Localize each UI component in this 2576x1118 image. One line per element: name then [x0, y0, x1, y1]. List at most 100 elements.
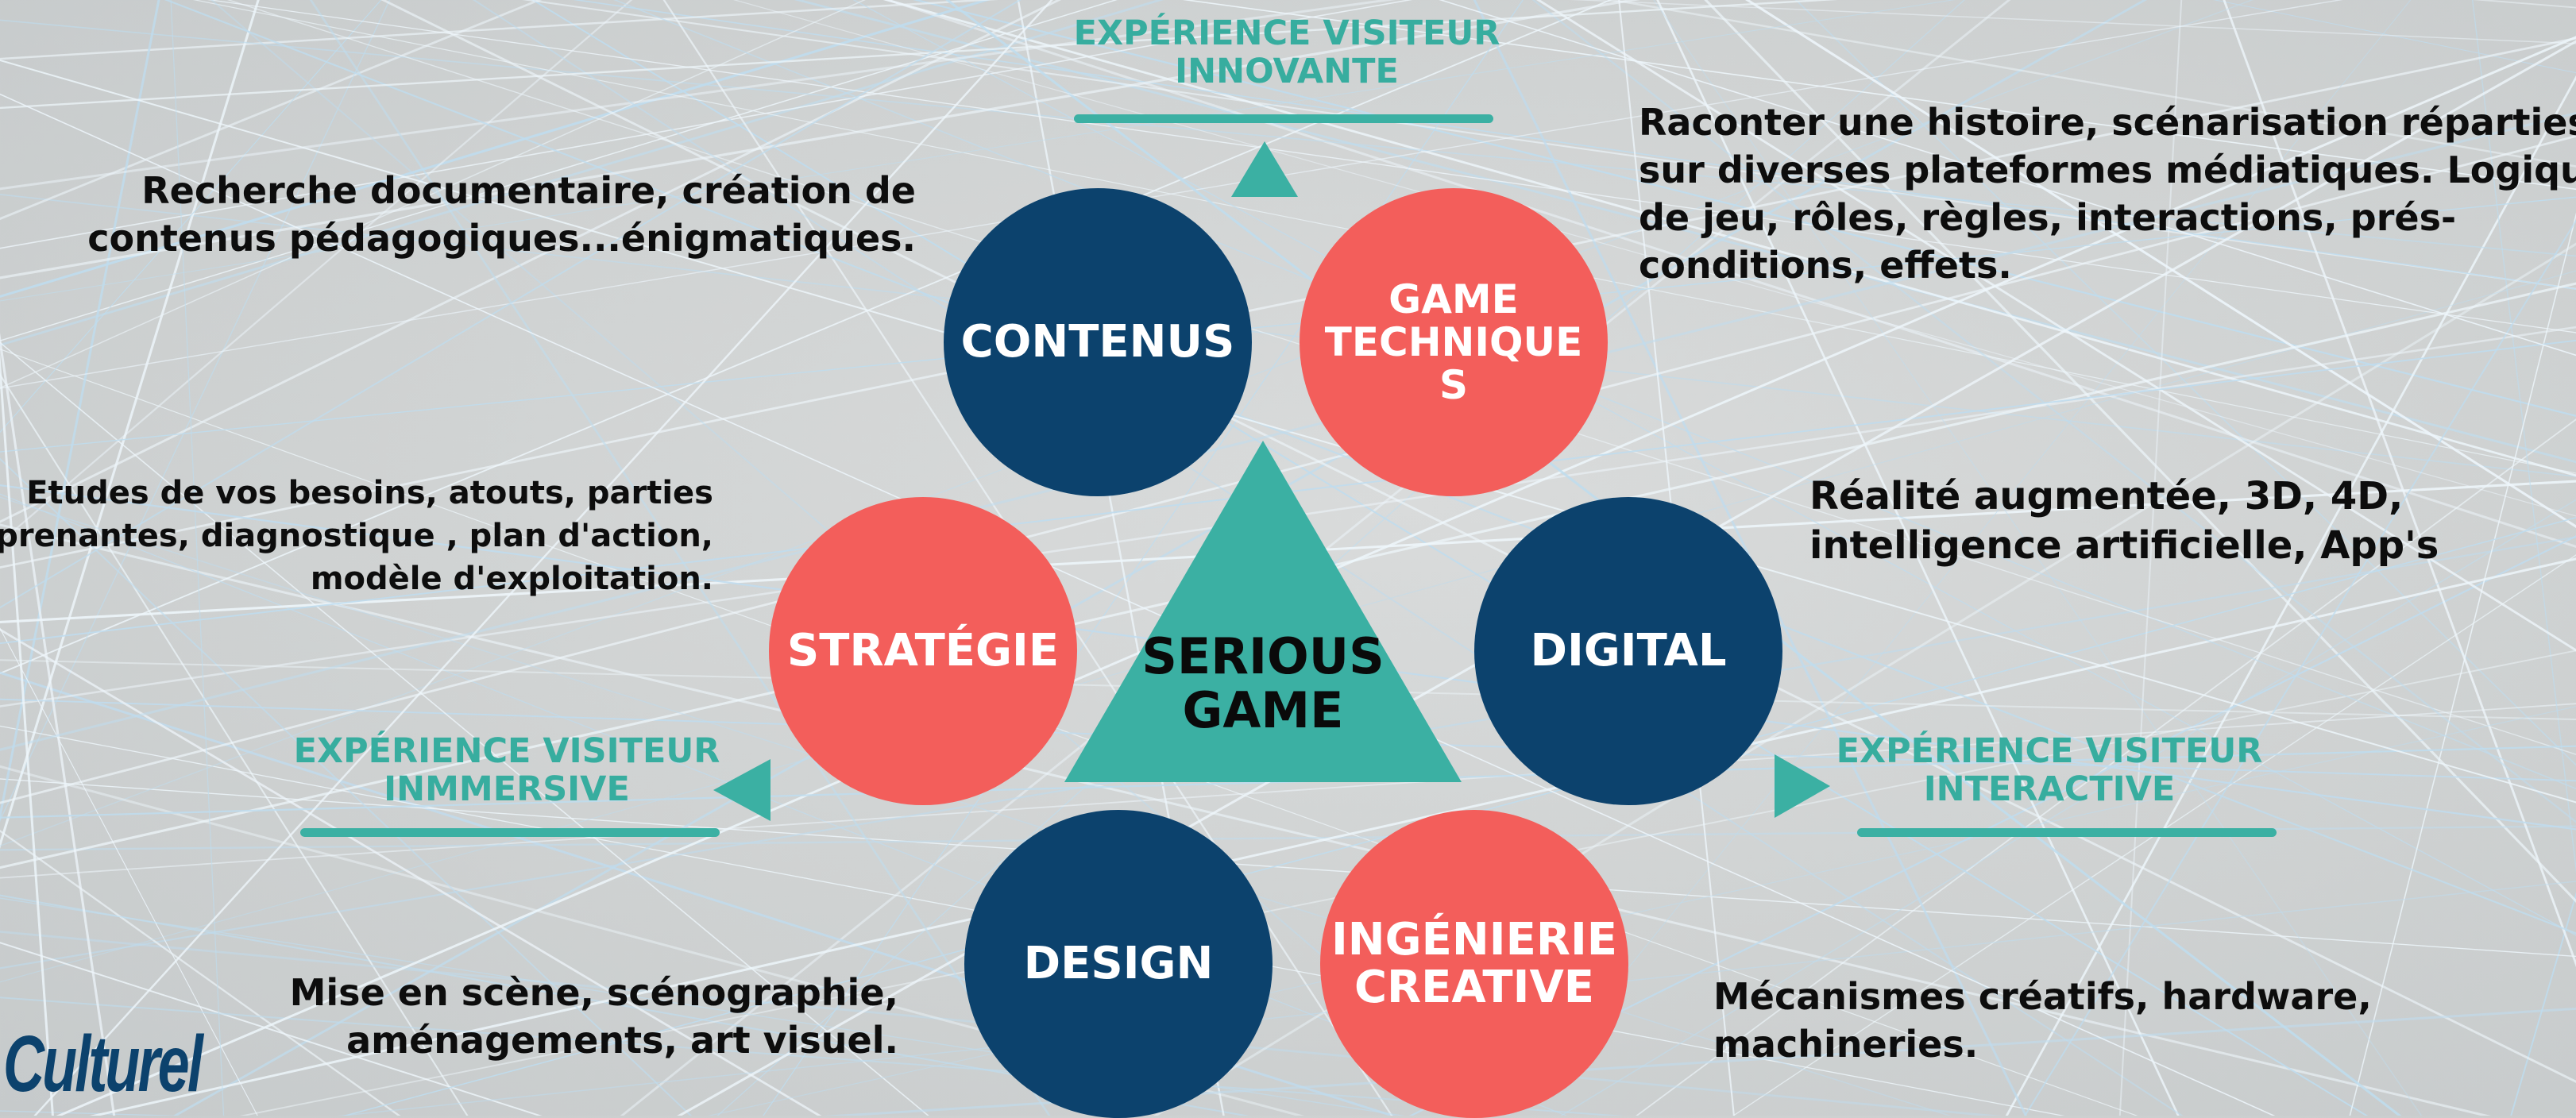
- serious-game-label: SERIOUS GAME: [1104, 630, 1422, 738]
- network-line: [2349, 212, 2576, 1116]
- description-digital-line: intelligence artificielle, App's: [1809, 523, 2439, 568]
- network-line: [0, 1110, 186, 1116]
- network-line: [0, 0, 1640, 280]
- network-line: [1704, 0, 2576, 903]
- network-line: [0, 93, 2276, 1116]
- network-line: [1745, 0, 2576, 528]
- network-line: [913, 0, 2576, 417]
- network-line: [0, 0, 1838, 110]
- network-line: [2213, 0, 2576, 74]
- node-digital: DIGITAL: [1474, 497, 1782, 805]
- network-line: [1182, 0, 2576, 191]
- network-line: [882, 0, 2576, 477]
- network-line: [531, 0, 2369, 1116]
- description-ingenierie-line: Mécanismes créatifs, hardware,: [1713, 975, 2372, 1018]
- description-ingenierie: Mécanismes créatifs, hardware, machineri…: [1713, 973, 2372, 1068]
- network-line: [0, 942, 543, 1116]
- arrow-left-icon: [713, 759, 770, 821]
- network-line: [1559, 499, 2576, 1116]
- experience-interactive-line2: INTERACTIVE: [1923, 769, 2176, 809]
- network-line: [0, 628, 822, 1116]
- arrow-up-icon: [1231, 141, 1298, 197]
- network-line: [0, 349, 2138, 1116]
- network-line: [0, 0, 633, 544]
- node-ingenierie-creative: INGÉNIERIE CREATIVE: [1320, 810, 1628, 1118]
- node-game-techniques: GAME TECHNIQUE S: [1300, 188, 1608, 496]
- description-digital: Réalité augmentée, 3D, 4D, intelligence …: [1809, 472, 2439, 570]
- description-game-techniques-line: Raconter une histoire, scénarisation rép…: [1639, 101, 2576, 144]
- arrow-right-icon: [1775, 754, 1830, 818]
- network-line: [0, 0, 1612, 675]
- network-line: [0, 0, 543, 221]
- network-line: [2223, 0, 2576, 968]
- serious-game-triangle: [1064, 441, 1462, 782]
- network-line: [0, 0, 1022, 609]
- node-strategie-label: STRATÉGIE: [786, 624, 1060, 677]
- network-line: [0, 0, 260, 850]
- network-line: [822, 1007, 2576, 1116]
- network-line: [2471, 0, 2576, 874]
- network-line: [0, 0, 2343, 389]
- node-digital-label: DIGITAL: [1530, 624, 1727, 677]
- network-line: [0, 332, 116, 1116]
- serious-game-line1: SERIOUS: [1141, 627, 1385, 685]
- experience-inmmersive-line2: INMMERSIVE: [384, 769, 630, 809]
- network-line: [1508, 0, 2412, 1116]
- network-line: [522, 0, 2576, 290]
- network-line: [0, 196, 2576, 453]
- network-line: [0, 627, 258, 1116]
- node-contenus-label: CONTENUS: [960, 315, 1235, 368]
- description-contenus-line: contenus pédagogiques...énigmatiques.: [87, 217, 916, 260]
- description-strategie: Etudes de vos besoins, atouts, parties p…: [0, 472, 713, 600]
- network-line: [1732, 554, 2576, 1116]
- description-strategie-line: modèle d'exploitation.: [310, 561, 713, 597]
- network-line: [2472, 0, 2576, 9]
- experience-innovante-line2: INNOVANTE: [1175, 52, 1399, 91]
- network-line: [0, 703, 2576, 879]
- network-line: [0, 37, 2576, 569]
- network-line: [0, 0, 1956, 302]
- network-line: [573, 0, 2576, 290]
- network-line: [0, 0, 998, 60]
- description-strategie-line: Etudes de vos besoins, atouts, parties: [26, 475, 713, 511]
- network-line: [170, 0, 225, 1116]
- description-strategie-line: prenantes, diagnostique , plan d'action,: [0, 518, 713, 554]
- node-strategie: STRATÉGIE: [769, 497, 1077, 805]
- network-line: [884, 0, 2576, 549]
- node-design-label: DESIGN: [1023, 937, 1214, 989]
- experience-innovante-label: EXPÉRIENCE VISITEUR INNOVANTE: [1033, 14, 1541, 91]
- node-design: DESIGN: [964, 810, 1273, 1118]
- network-line: [0, 829, 401, 1116]
- network-line: [1531, 0, 2576, 823]
- network-line: [309, 0, 1051, 1116]
- network-line: [0, 457, 693, 1116]
- experience-interactive-line1: EXPÉRIENCE VISITEUR: [1836, 731, 2263, 771]
- network-line: [1439, 0, 2576, 357]
- culturel-logo: Culturel: [3, 1020, 203, 1108]
- network-line: [0, 778, 2576, 958]
- network-line: [0, 496, 1952, 1116]
- experience-inmmersive-line1: EXPÉRIENCE VISITEUR: [293, 731, 720, 771]
- node-game-techniques-line1: GAME: [1388, 276, 1519, 322]
- network-line: [0, 372, 469, 1116]
- node-game-techniques-label: GAME TECHNIQUE S: [1325, 278, 1583, 407]
- experience-inmmersive-bar: [300, 828, 720, 837]
- network-line: [1656, 0, 2180, 1116]
- description-game-techniques-line: conditions, effets.: [1639, 244, 2012, 287]
- experience-interactive-label: EXPÉRIENCE VISITEUR INTERACTIVE: [1795, 732, 2304, 808]
- network-line: [0, 0, 391, 822]
- network-line: [763, 0, 1524, 1116]
- node-game-techniques-line3: S: [1439, 362, 1468, 408]
- description-game-techniques-line: de jeu, rôles, règles, interactions, pré…: [1639, 196, 2457, 239]
- description-design: Mise en scène, scénographie, aménagement…: [290, 969, 898, 1064]
- network-line: [1569, 0, 2576, 44]
- serious-game-line2: GAME: [1182, 681, 1344, 739]
- description-digital-line: Réalité augmentée, 3D, 4D,: [1809, 474, 2404, 519]
- network-line: [0, 350, 54, 1116]
- network-line: [2118, 0, 2183, 1116]
- network-line: [1536, 0, 2576, 652]
- network-line: [0, 0, 1062, 523]
- description-design-line: Mise en scène, scénographie,: [289, 971, 898, 1014]
- network-line: [852, 0, 2576, 936]
- network-line: [380, 0, 2576, 1083]
